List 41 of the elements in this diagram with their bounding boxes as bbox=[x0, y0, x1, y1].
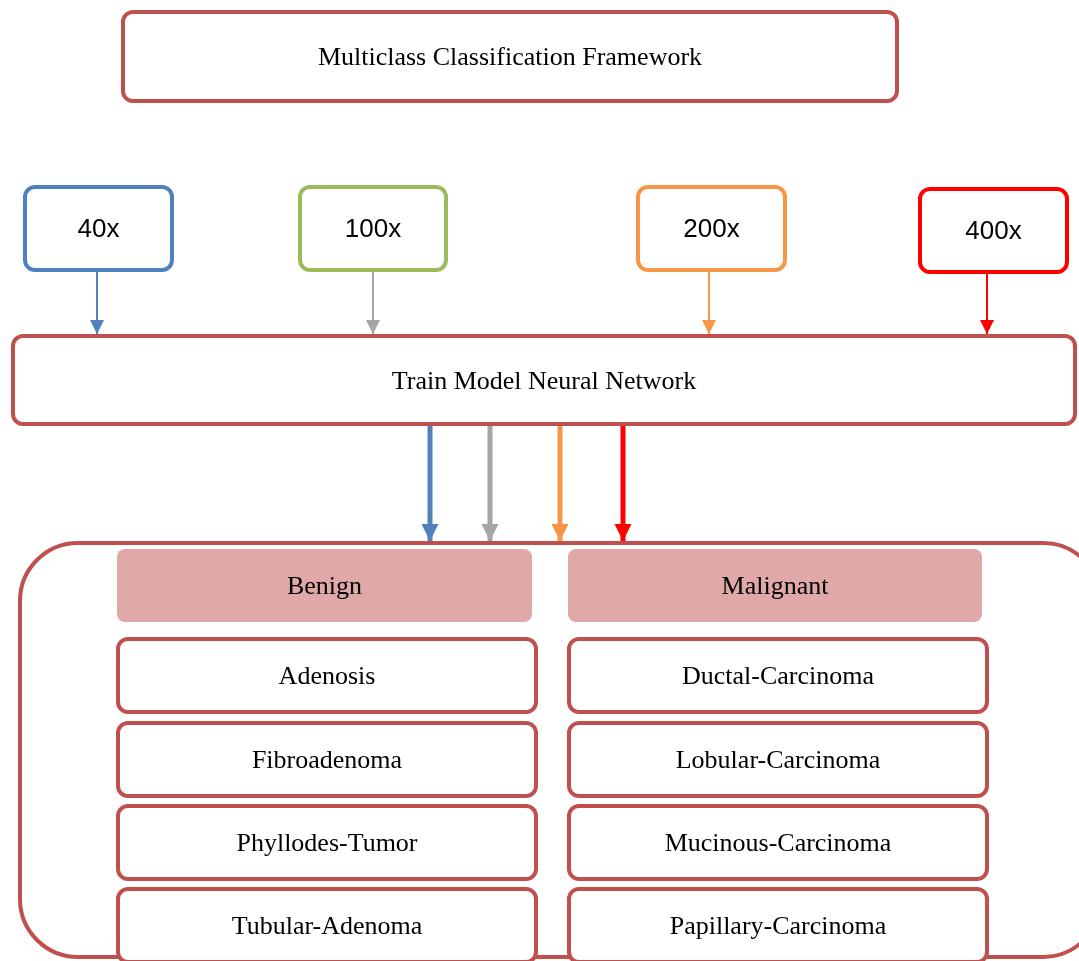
node-label: Multiclass Classification Framework bbox=[317, 41, 703, 73]
arrow bbox=[980, 273, 994, 335]
arrow bbox=[481, 426, 499, 541]
class-box bbox=[116, 637, 538, 714]
node-label: Train Model Neural Network bbox=[391, 364, 697, 397]
arrow bbox=[614, 426, 632, 541]
header-box bbox=[568, 549, 982, 622]
header-box bbox=[117, 549, 532, 622]
magnification-box bbox=[636, 185, 787, 272]
node-label: Ductal-Carcinoma bbox=[682, 660, 874, 692]
node-label: Mucinous-Carcinoma bbox=[664, 827, 892, 859]
node-label: 200x bbox=[683, 212, 740, 245]
arrow bbox=[366, 271, 380, 335]
class-box bbox=[116, 887, 538, 961]
class-box bbox=[567, 721, 989, 798]
node-label: 100x bbox=[344, 212, 402, 245]
class-box bbox=[567, 887, 989, 961]
node-label: Fibroadenoma bbox=[251, 744, 403, 776]
process-box bbox=[11, 334, 1077, 426]
node-label: Phyllodes-Tumor bbox=[236, 827, 418, 859]
class-box bbox=[116, 804, 538, 881]
node-label: Tubular-Adenoma bbox=[231, 910, 423, 942]
arrow bbox=[702, 271, 716, 335]
node-label: Lobular-Carcinoma bbox=[675, 744, 881, 776]
node-label: Adenosis bbox=[278, 660, 376, 692]
title-box bbox=[121, 10, 899, 103]
class-box bbox=[116, 721, 538, 798]
arrow bbox=[90, 271, 104, 335]
node-label: Papillary-Carcinoma bbox=[669, 910, 887, 942]
class-box bbox=[567, 804, 989, 881]
arrow bbox=[551, 426, 569, 541]
magnification-box bbox=[298, 185, 448, 272]
node-label: 40x bbox=[77, 212, 120, 245]
node-label: Malignant bbox=[721, 570, 829, 602]
arrow bbox=[421, 426, 439, 541]
magnification-box bbox=[918, 187, 1069, 274]
node-label: 400x bbox=[965, 214, 1022, 247]
container-box bbox=[18, 541, 1079, 959]
node-label: Benign bbox=[286, 570, 363, 602]
magnification-box bbox=[23, 185, 174, 272]
class-box bbox=[567, 637, 989, 714]
